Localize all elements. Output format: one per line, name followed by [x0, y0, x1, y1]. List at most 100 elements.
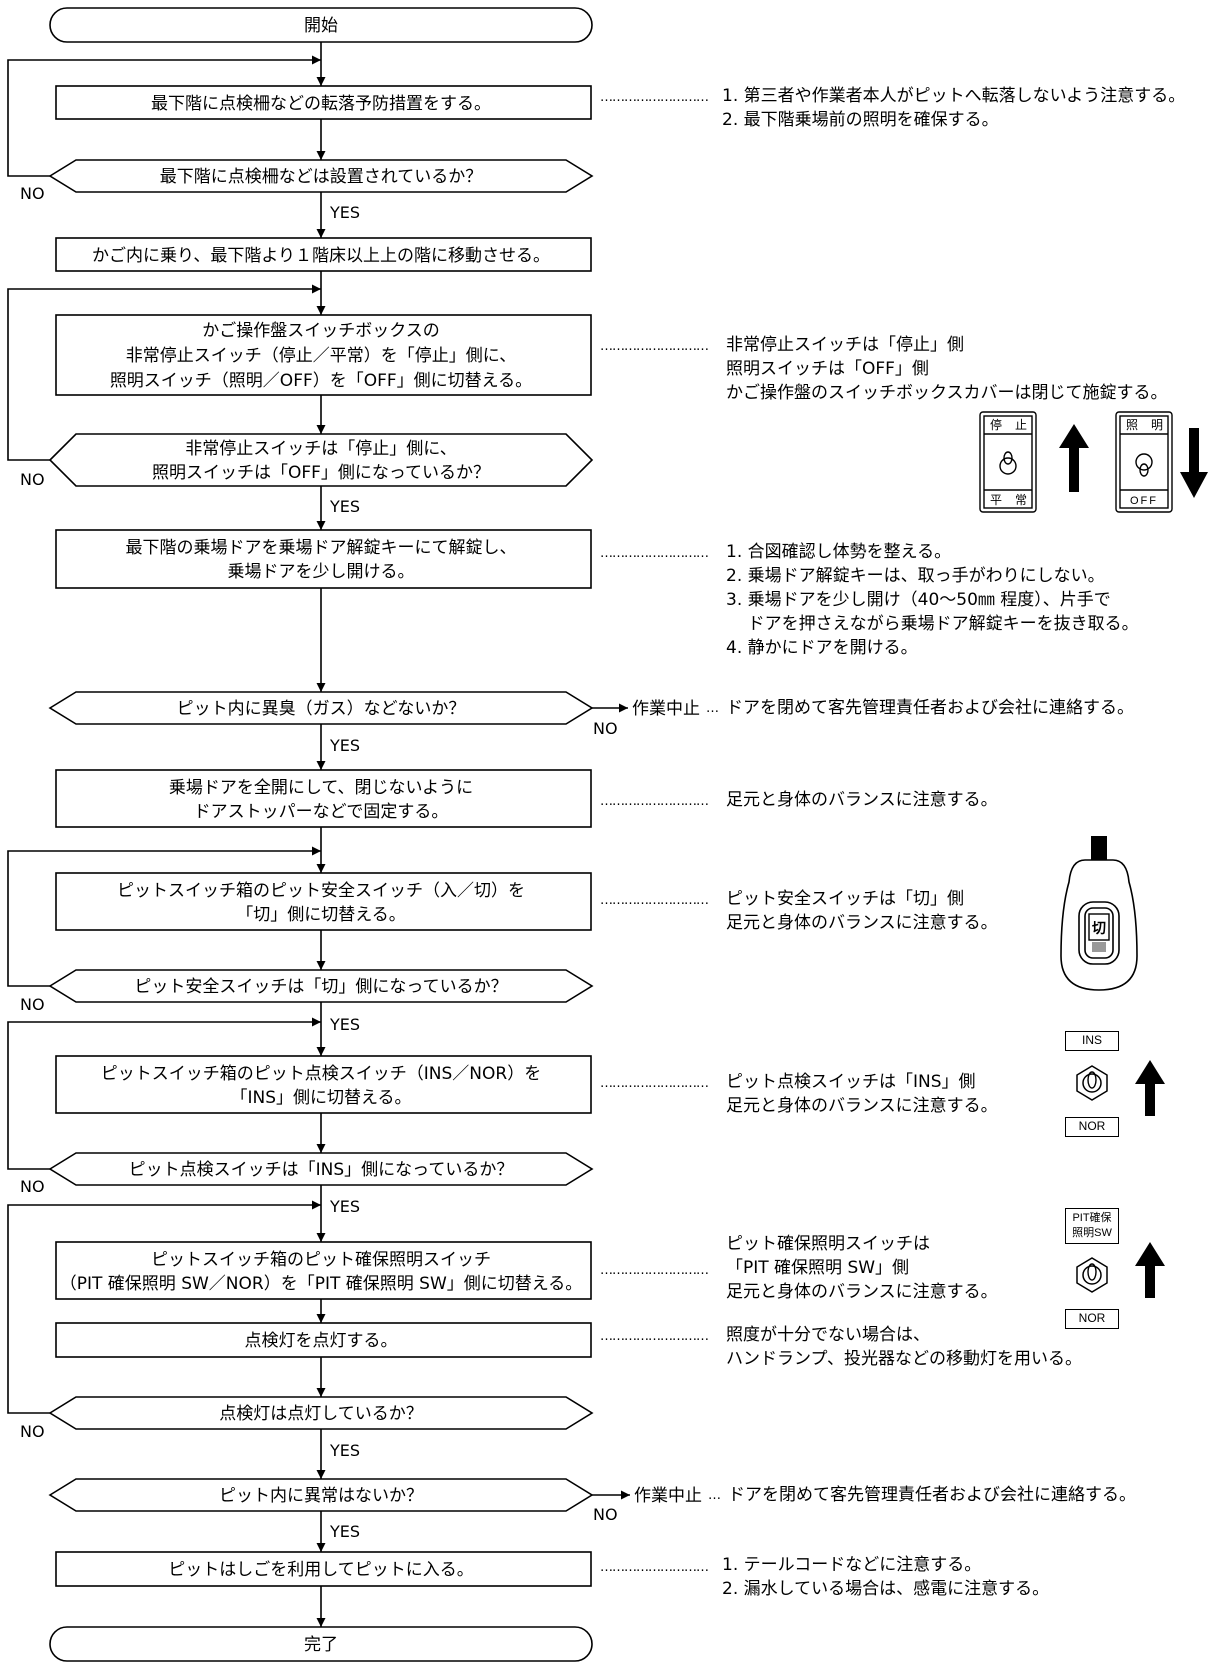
pit-light-up-arrow-icon [1135, 1242, 1165, 1298]
step-5-box [55, 769, 592, 828]
step-3-line-1: かご操作盤スイッチボックスの [202, 321, 440, 341]
step-4-box [55, 529, 592, 589]
leader-dots-5: ……………………… [600, 794, 709, 809]
stop-label-1: 作業中止 [632, 699, 700, 719]
no-label-3: NO [593, 719, 618, 738]
pit-light-tag-line-2: 照明SW [1072, 1227, 1112, 1239]
no-label-5: NO [20, 1177, 45, 1196]
yes-label-4: YES [329, 1015, 360, 1034]
light-switch-bottom: OFF [1130, 495, 1158, 507]
step-1-box [55, 85, 592, 120]
step-4-line-1: 最下階の乗場ドアを乗場ドア解錠キーにて解錠し、 [126, 538, 517, 558]
step-9-box [55, 1322, 592, 1358]
note-8: ピット確保照明スイッチは 「PIT 確保照明 SW」側 足元と身体のバランスに注… [726, 1234, 998, 1302]
leader-dots-9: ……………………… [600, 1329, 709, 1344]
leader-dots-2: ……………………… [600, 339, 709, 354]
step-8-box [55, 1241, 592, 1300]
decision-2-line-1: 非常停止スイッチは「停止」側に、 [185, 439, 457, 459]
pit-light-switch-illustration [1076, 1257, 1108, 1293]
step-5-line-1: 乗場ドアを全開にして、閉じないように [169, 778, 473, 798]
note-4: ドアを閉めて客先管理責任者および会社に連絡する。 [726, 698, 1134, 718]
step-10-text: ピットはしごを利用してピットに入る。 [168, 1560, 474, 1580]
decision-6-text: 点検灯は点灯しているか？ [219, 1404, 423, 1424]
note-7: ピット点検スイッチは「INS」側 足元と身体のバランスに注意する。 [726, 1072, 998, 1116]
nor-tag-1: NOR [1065, 1117, 1119, 1137]
nor-tag-2: NOR [1065, 1309, 1119, 1329]
ins-switch-illustration [1076, 1065, 1108, 1101]
step-7-line-1: ピットスイッチ箱のピット点検スイッチ（INS／NOR）を [101, 1064, 541, 1084]
leader-dots-3: ……………………… [600, 546, 709, 561]
leader-dots-8: ……………………… [600, 1263, 709, 1278]
step-6-box [55, 872, 592, 931]
light-switch-top-1: 照 [1126, 418, 1138, 432]
step-6-line-2: 「切」側に切替える。 [236, 905, 406, 925]
step-2-box [55, 237, 592, 272]
pit-safety-switch-illustration: 切 [1060, 836, 1138, 991]
yes-label-6: YES [329, 1441, 360, 1460]
stop-switch-illustration: 停 止 平 常 照 明 OFF [979, 411, 1208, 513]
step-10-box [55, 1551, 592, 1587]
no-label-6: NO [20, 1422, 45, 1441]
note-11: 1. テールコードなどに注意する。 2. 漏水している場合は、感電に注意する。 [722, 1555, 1050, 1599]
yes-label-1: YES [329, 203, 360, 222]
no-label-1: NO [20, 184, 45, 203]
step-9-text: 点検灯を点灯する。 [245, 1331, 398, 1351]
note-6: ピット安全スイッチは「切」側 足元と身体のバランスに注意する。 [726, 889, 998, 933]
no-label-7: NO [593, 1505, 618, 1524]
step-8-line-2: （PIT 確保照明 SW／NOR）を「PIT 確保照明 SW」側に切替える。 [60, 1274, 583, 1294]
pit-light-tag-line-1: PIT確保 [1072, 1212, 1112, 1224]
step-7-line-2: 「INS」側に切替える。 [230, 1088, 411, 1108]
step-6-line-1: ピットスイッチ箱のピット安全スイッチ（入／切）を [117, 881, 525, 901]
ins-up-arrow-icon [1135, 1060, 1165, 1116]
no-label-2: NO [20, 470, 45, 489]
up-arrow-icon [1059, 424, 1089, 492]
leader-dots-6: ……………………… [600, 893, 709, 908]
stop-switch-bottom-2: 常 [1015, 493, 1027, 507]
step-7-box [55, 1055, 592, 1114]
step-3-line-2: 非常停止スイッチ（停止／平常）を「停止」側に、 [126, 346, 517, 366]
step-8-line-1: ピットスイッチ箱のピット確保照明スイッチ [151, 1250, 491, 1270]
note-10: ドアを閉めて客先管理責任者および会社に連絡する。 [728, 1485, 1136, 1505]
yes-label-3: YES [329, 736, 360, 755]
note-9: 照度が十分でない場合は、 ハンドランプ、投光器などの移動灯を用いる。 [726, 1325, 1082, 1369]
connectors [7, 42, 630, 1627]
note-5: 足元と身体のバランスに注意する。 [726, 790, 998, 810]
start-label: 開始 [304, 16, 338, 36]
yes-label-2: YES [329, 497, 360, 516]
end-label: 完了 [304, 1635, 338, 1655]
step-3-box [55, 314, 592, 396]
leader-dots-stop-1: … [706, 701, 719, 716]
decision-6 [48, 1396, 594, 1430]
stop-label-2: 作業中止 [634, 1486, 702, 1506]
note-1: 1. 第三者や作業者本人がピットへ転落しないよう注意する。 2. 最下階乗場前の… [722, 86, 1186, 130]
leader-dots-1: ……………………… [600, 90, 709, 105]
note-2: 非常停止スイッチは「停止」側 照明スイッチは「OFF」側 かご操作盤のスイッチボ… [726, 335, 1168, 403]
decision-5 [48, 1152, 594, 1186]
decision-1 [48, 159, 594, 193]
stop-switch-bottom-1: 平 [990, 493, 1002, 507]
decision-1-text: 最下階に点検柵などは設置されているか？ [160, 167, 483, 187]
decision-2-line-2: 照明スイッチは「OFF」側になっているか？ [152, 463, 490, 483]
decision-4-text: ピット安全スイッチは「切」側になっているか？ [134, 977, 507, 997]
decision-2 [48, 433, 594, 487]
pit-light-tag: PIT確保 照明SW [1065, 1208, 1119, 1244]
leader-dots-7: ……………………… [600, 1076, 709, 1091]
step-5-line-2: ドアストッパーなどで固定する。 [194, 802, 449, 822]
decision-3-text: ピット内に異臭（ガス）などないか？ [177, 699, 466, 719]
decision-5-text: ピット点検スイッチは「INS」側になっているか？ [129, 1160, 514, 1180]
leader-dots-stop-2: … [708, 1488, 721, 1503]
step-1-text: 最下階に点検柵などの転落予防措置をする。 [151, 94, 491, 114]
leader-dots-11: ……………………… [600, 1560, 709, 1575]
down-arrow-icon [1180, 428, 1208, 498]
no-label-4: NO [20, 995, 45, 1014]
yes-label-7: YES [329, 1522, 360, 1541]
stop-switch-top-2: 止 [1015, 418, 1027, 432]
light-switch-top-2: 明 [1151, 418, 1163, 432]
stop-switch-top-1: 停 [990, 417, 1002, 432]
ins-tag: INS [1065, 1031, 1119, 1051]
yes-label-5: YES [329, 1197, 360, 1216]
pit-safety-switch-label: 切 [1092, 921, 1106, 937]
decision-4 [48, 969, 594, 1003]
